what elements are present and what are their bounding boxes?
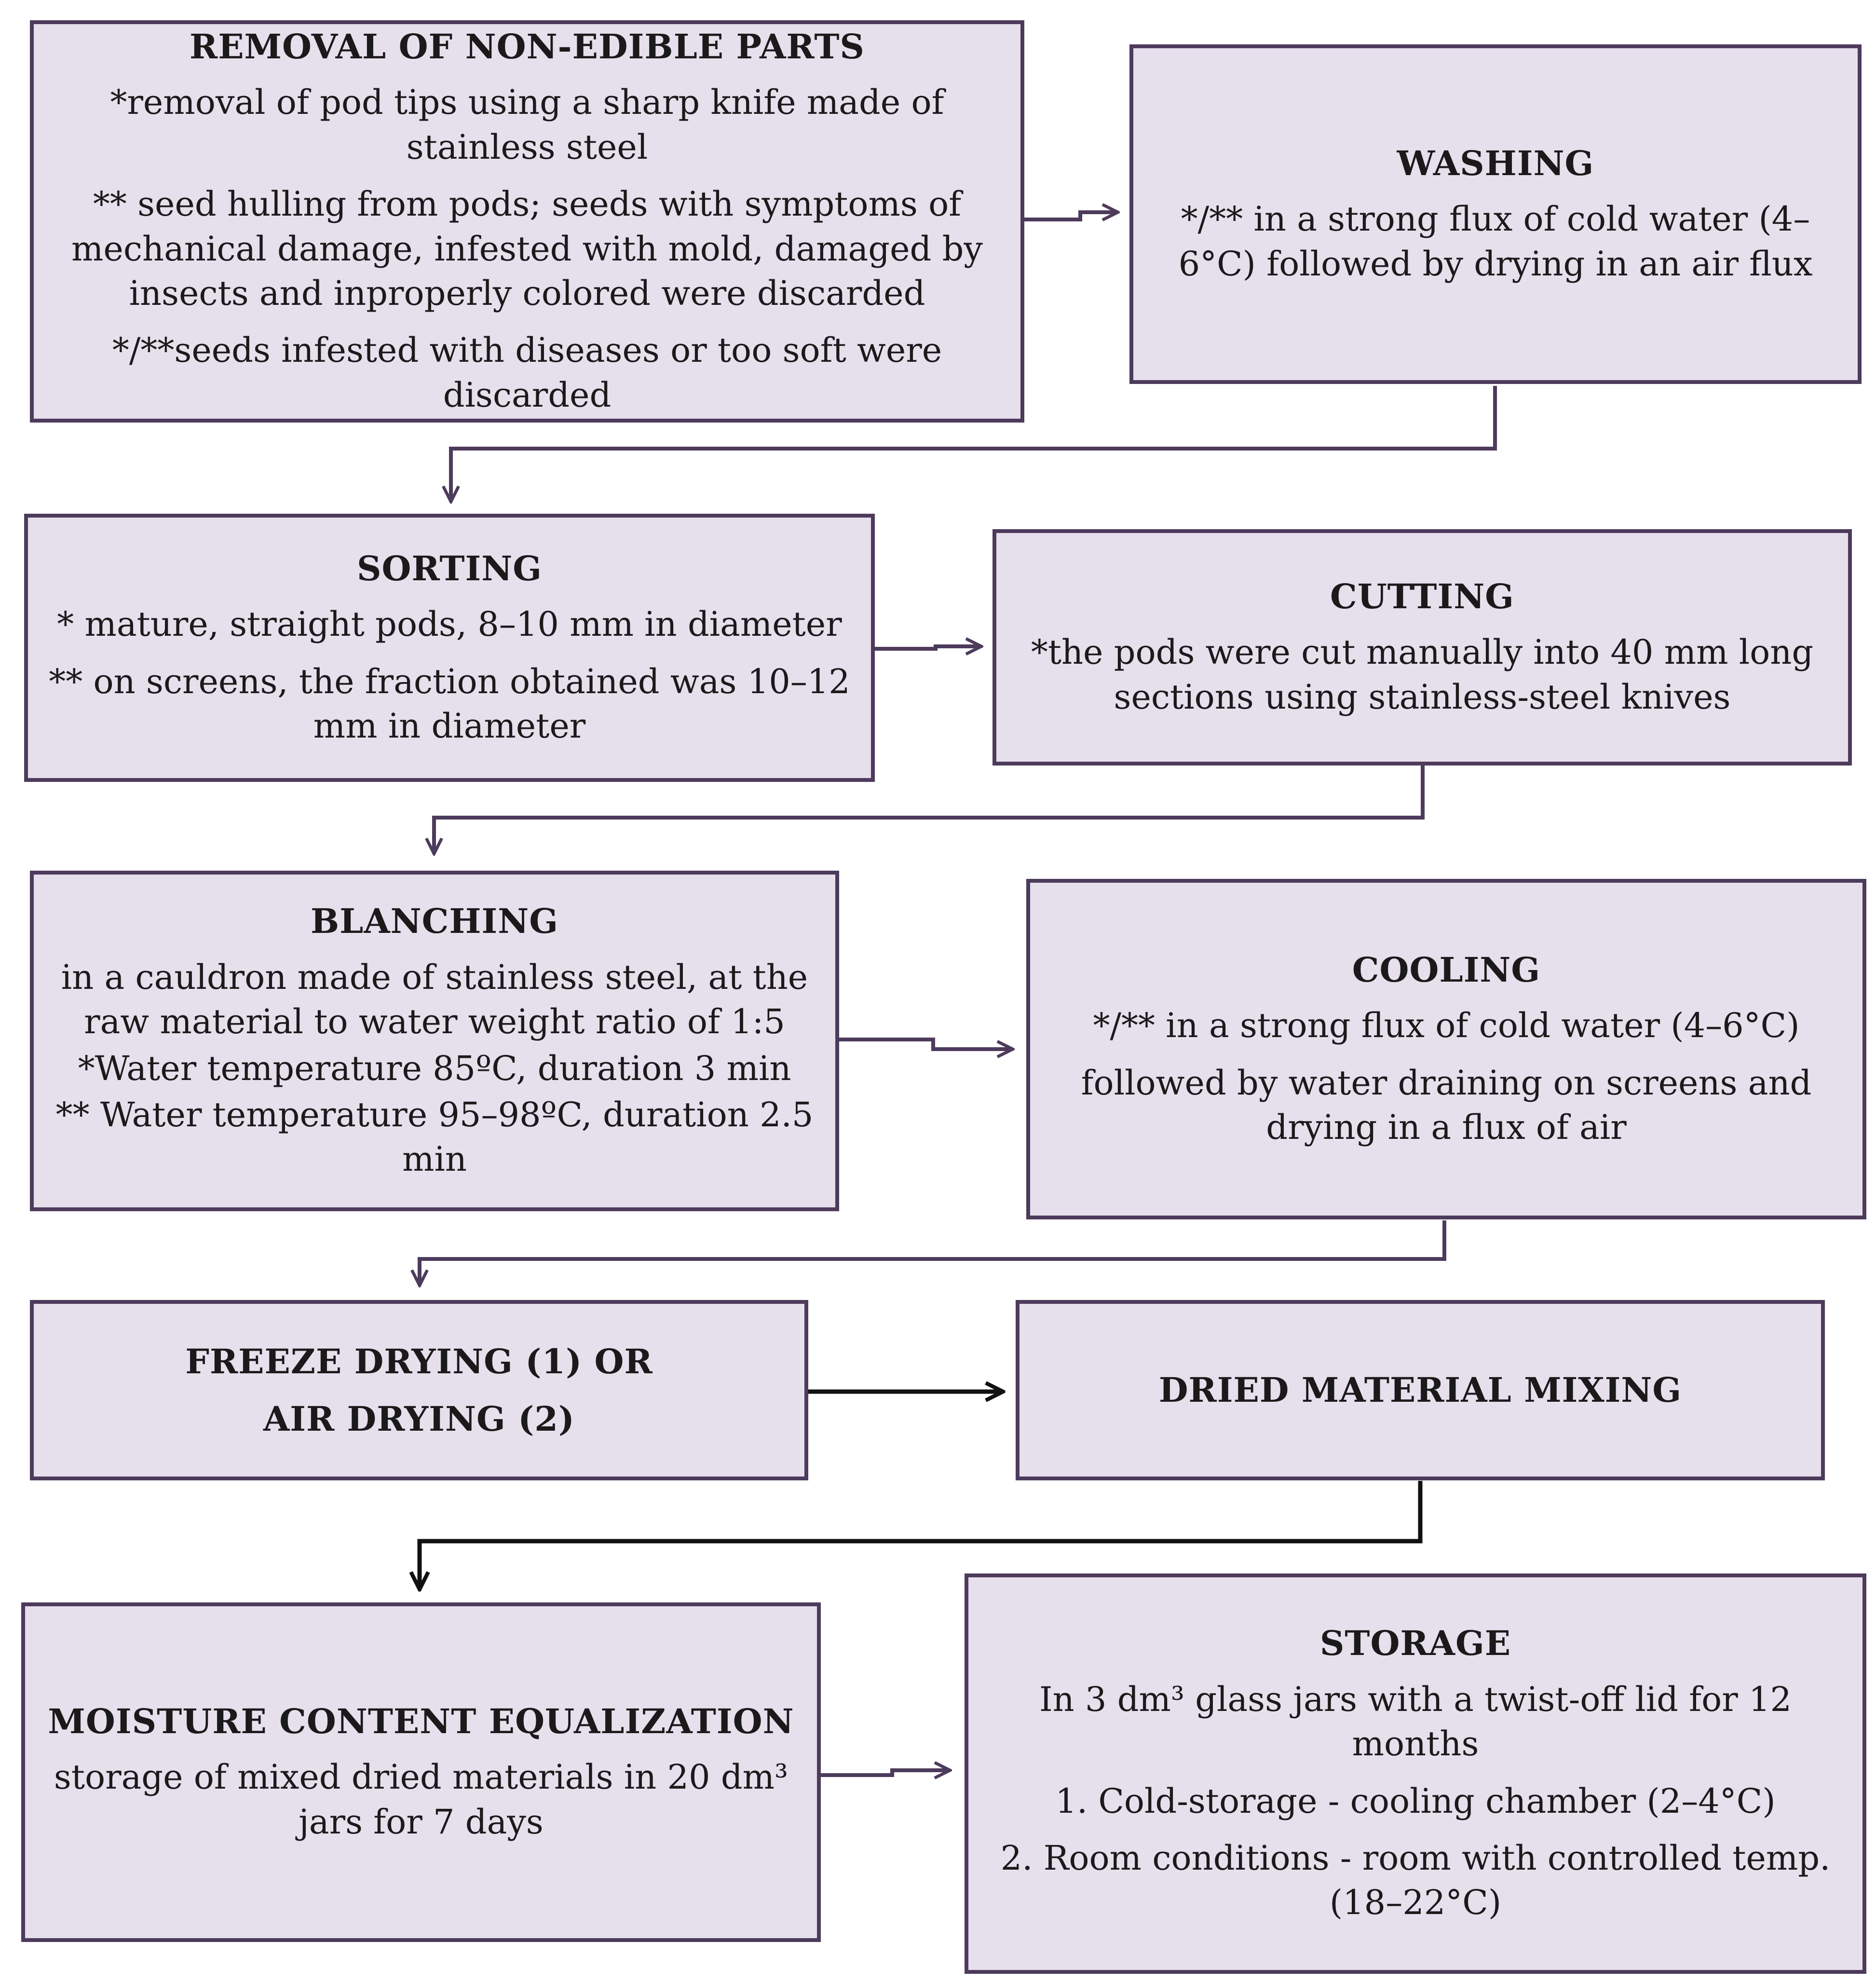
arrow-mixing-to-equalization <box>420 1481 1423 1589</box>
storage-note-3: 2. Room conditions - room with controlle… <box>1000 1838 1831 1923</box>
washing-title: WASHING <box>1397 143 1594 183</box>
cooling-note-1: */** in a strong flux of cold water (4–6… <box>1093 1006 1800 1046</box>
cutting-note: *the pods were cut manually into 40 mm l… <box>1031 632 1814 717</box>
cooling-note-2: followed by water draining on screens an… <box>1081 1063 1812 1147</box>
blanching-note-3: ** Water temperature 95–98ºC, duration 2… <box>55 1094 814 1179</box>
blanching-note-1: in a cauldron made of stainless steel, a… <box>61 957 808 1042</box>
equalization-box: MOISTURE CONTENT EQUALIZATION storage of… <box>21 1602 821 1942</box>
cooling-box: COOLING */** in a strong flux of cold wa… <box>1026 879 1866 1219</box>
mixing-title: DRIED MATERIAL MIXING <box>1158 1370 1682 1410</box>
equalization-note: storage of mixed dried materials in 20 d… <box>54 1757 788 1842</box>
removal-note-3: */**seeds infested with diseases or too … <box>112 330 942 415</box>
cooling-title: COOLING <box>1352 949 1541 990</box>
removal-note-1: *removal of pod tips using a sharp knife… <box>110 82 944 167</box>
storage-note-2: 1. Cold-storage - cooling chamber (2–4°C… <box>1055 1781 1776 1821</box>
mixing-box: DRIED MATERIAL MIXING <box>1016 1300 1825 1480</box>
cutting-box: CUTTING *the pods were cut manually into… <box>992 529 1852 766</box>
blanching-note-2: *Water temperature 85ºC, duration 3 min <box>78 1048 791 1088</box>
arrow-washing-to-sorting <box>451 386 1497 502</box>
arrow-cooling-to-drying <box>420 1220 1446 1286</box>
removal-box: REMOVAL OF NON-EDIBLE PARTS *removal of … <box>30 20 1024 423</box>
sorting-box: SORTING * mature, straight pods, 8–10 mm… <box>24 514 875 782</box>
washing-note: */** in a strong flux of cold water (4–6… <box>1178 199 1813 284</box>
drying-title-line-2: AIR DRYING (2) <box>263 1399 575 1439</box>
drying-box: FREEZE DRYING (1) OR AIR DRYING (2) <box>30 1300 808 1480</box>
removal-note-2: ** seed hulling from pods; seeds with sy… <box>71 184 983 313</box>
blanching-box: BLANCHING in a cauldron made of stainles… <box>30 871 839 1211</box>
storage-note-1: In 3 dm³ glass jars with a twist-off lid… <box>1039 1679 1792 1764</box>
removal-title: REMOVAL OF NON-EDIBLE PARTS <box>190 26 865 67</box>
cutting-title: CUTTING <box>1330 576 1514 616</box>
sorting-title: SORTING <box>356 548 543 588</box>
washing-box: WASHING */** in a strong flux of cold wa… <box>1129 44 1862 384</box>
arrow-blanching-to-cooling <box>839 1038 1013 1049</box>
equalization-title: MOISTURE CONTENT EQUALIZATION <box>48 1701 794 1741</box>
arrow-equalization-to-storage <box>820 1770 950 1775</box>
sorting-note-1: * mature, straight pods, 8–10 mm in diam… <box>57 604 842 644</box>
sorting-note-2: ** on screens, the fraction obtained was… <box>49 661 850 746</box>
drying-title-line-1: FREEZE DRYING (1) OR <box>185 1341 653 1381</box>
arrow-sorting-to-cutting <box>873 646 981 649</box>
storage-title: STORAGE <box>1319 1623 1511 1664</box>
storage-box: STORAGE In 3 dm³ glass jars with a twist… <box>965 1573 1866 1974</box>
blanching-title: BLANCHING <box>310 901 559 942</box>
arrow-cutting-to-blanching <box>434 765 1425 854</box>
arrow-removal-to-washing <box>1022 212 1118 221</box>
